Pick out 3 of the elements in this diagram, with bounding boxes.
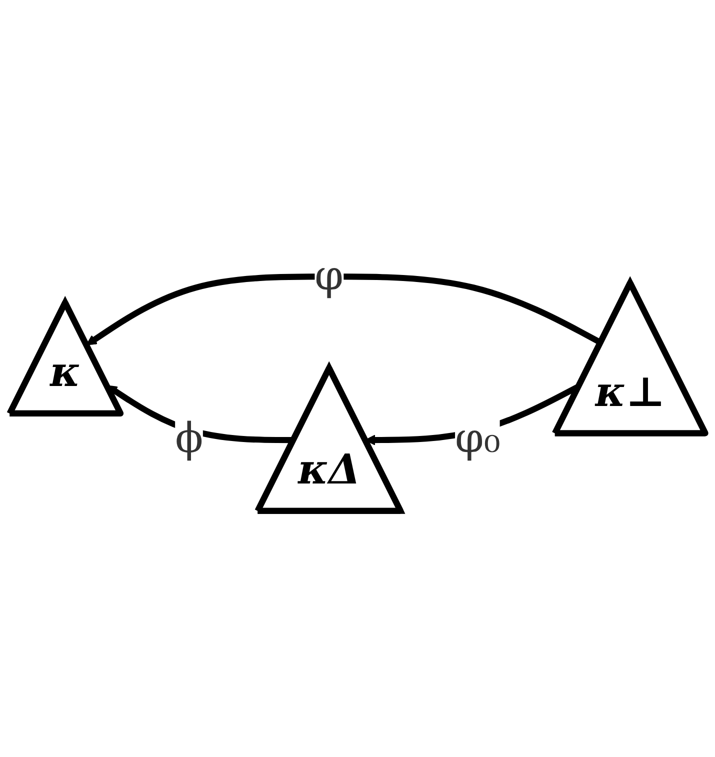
edge-label: φ xyxy=(314,252,344,300)
edge-label: ϕ xyxy=(175,414,204,464)
edge-label: φ₀ xyxy=(455,414,500,464)
